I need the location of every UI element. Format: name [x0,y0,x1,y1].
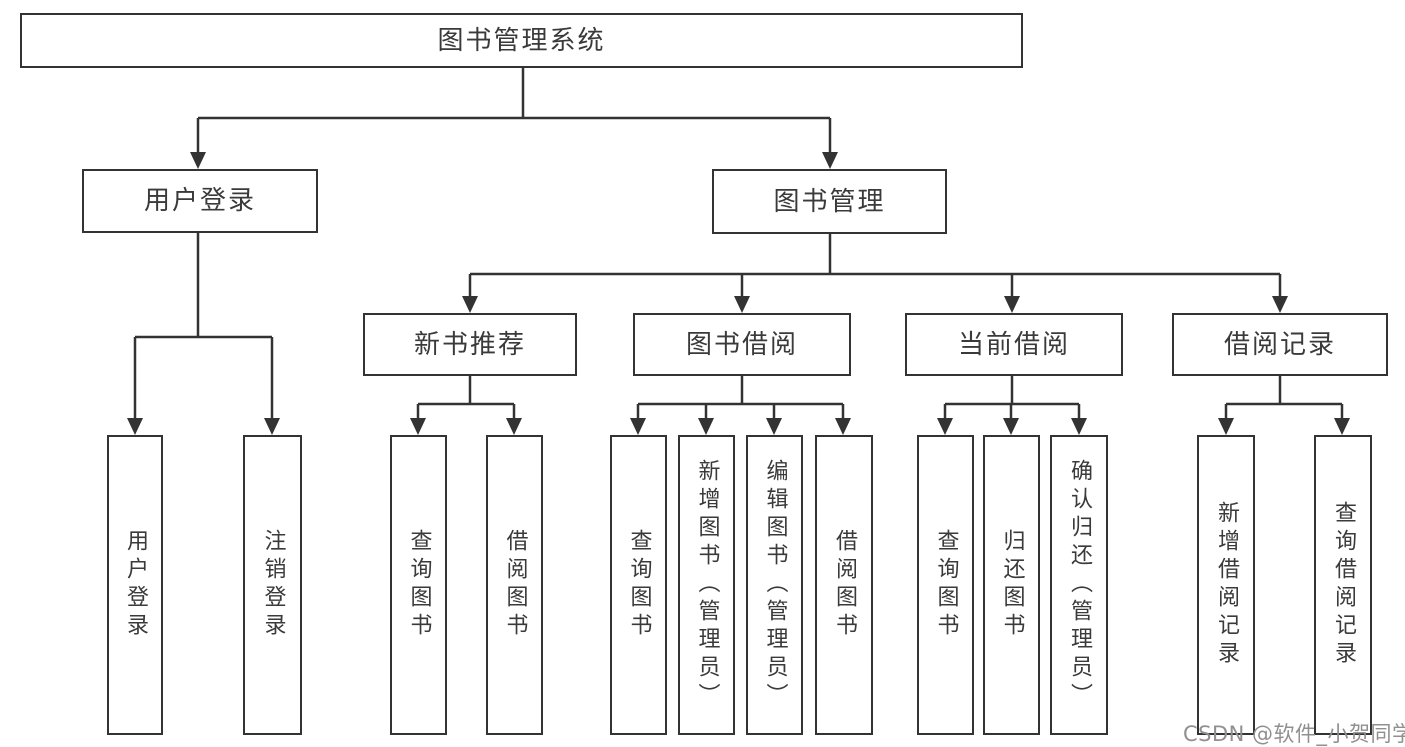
connector-book-borrow [630,376,851,435]
leaf-return-books: 归还图书 [983,435,1040,735]
leaf-add-borrow-record: 新增借阅记录 [1197,435,1255,735]
node-borrow-records: 借阅记录 [1172,313,1388,376]
leaf-user-login: 用户登录 [107,435,163,735]
node-root-library-system: 图书管理系统 [20,13,1023,68]
node-current-borrow: 当前借阅 [905,313,1123,376]
leaf-borrow-books-recommend: 借阅图书 [486,435,543,735]
leaf-query-books-current: 查询图书 [917,435,974,735]
node-user-login: 用户登录 [82,169,318,233]
node-book-borrow: 图书借阅 [633,313,851,376]
node-new-book-recommend: 新书推荐 [363,313,577,376]
leaf-add-books-admin: 新增图书（管理员） [678,435,735,735]
connector-current-borrow [937,376,1087,435]
leaf-borrow-books: 借阅图书 [815,435,873,735]
leaf-confirm-return-admin: 确认归还（管理员） [1050,435,1108,735]
leaf-logout: 注销登录 [243,435,302,735]
leaf-query-books-borrow: 查询图书 [610,435,667,735]
leaf-query-books-recommend: 查询图书 [390,435,447,735]
leaf-query-borrow-record: 查询借阅记录 [1314,435,1372,735]
connector-new-book-recommend [410,376,522,435]
connector-user-login [127,233,280,435]
connector-borrow-records [1218,376,1350,435]
connector-root [190,68,838,169]
leaf-edit-books-admin: 编辑图书（管理员） [746,435,803,735]
csdn-watermark: CSDN @软件_小贺同学 [1183,722,1405,746]
node-book-management: 图书管理 [712,169,947,234]
connector-book-management [462,234,1288,313]
